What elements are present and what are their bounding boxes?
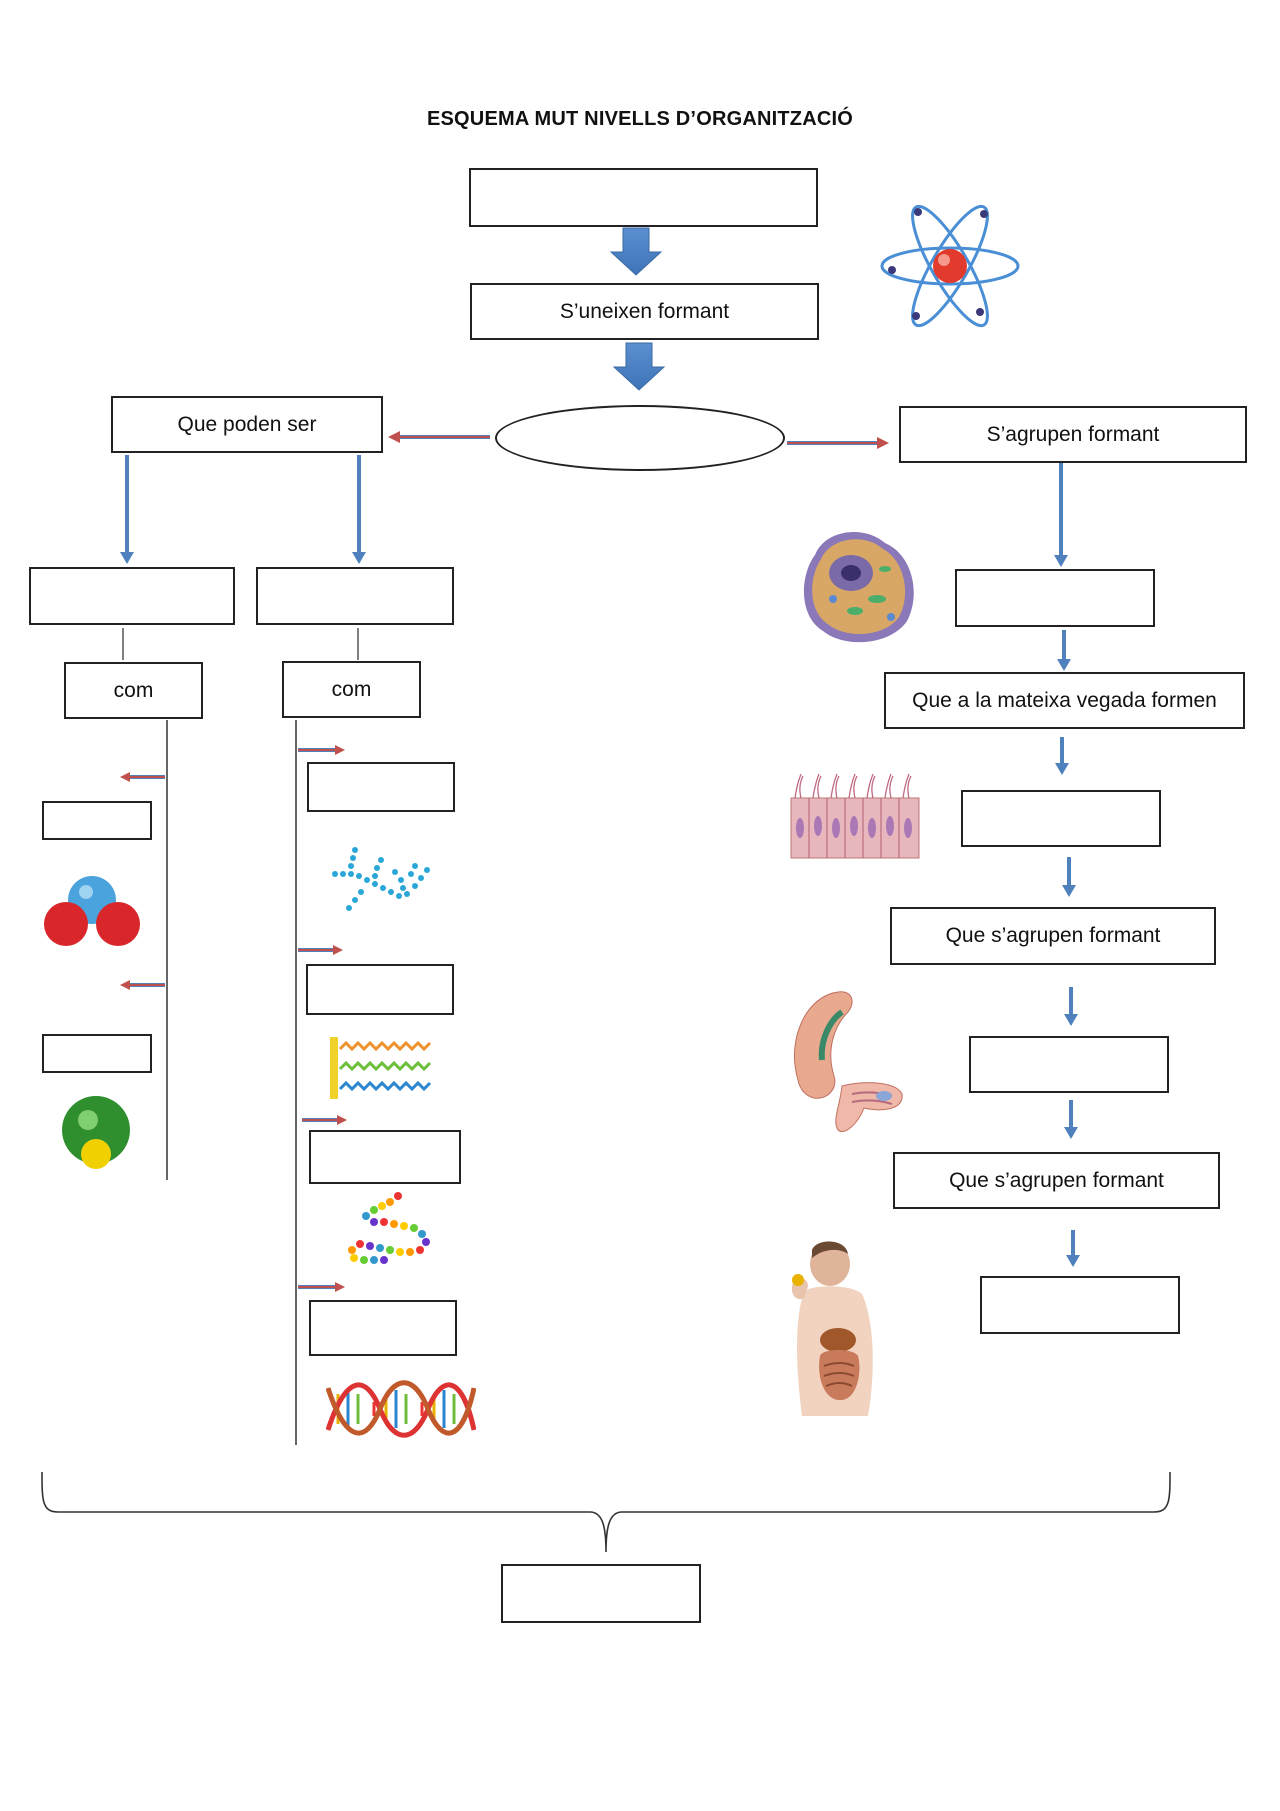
arrow-to-can-be	[388, 431, 490, 443]
bottom-blank-box[interactable]	[501, 1564, 701, 1623]
lipid-icon	[330, 1037, 432, 1099]
same-time-form-box: Que a la mateixa vegada formen	[884, 672, 1245, 729]
com-left-box: com	[64, 662, 203, 719]
mid-item-box-4[interactable]	[309, 1300, 457, 1356]
left-small-arrow	[120, 772, 165, 990]
mid-item-box-2[interactable]	[306, 964, 454, 1015]
big-down-arrow-1	[609, 227, 663, 276]
mid-item-box-3[interactable]	[309, 1130, 461, 1184]
mid-item-box-1[interactable]	[307, 762, 455, 812]
page-title: ESQUEMA MUT NIVELLS D’ORGANITZACIÓ	[426, 108, 854, 130]
epithelial-tissue-icon	[790, 773, 920, 859]
group-forming-box-2: Que s’agrupen formant	[890, 907, 1216, 965]
left-blank-box[interactable]	[29, 567, 235, 625]
mid-blank-box[interactable]	[256, 567, 454, 625]
right-blank-box-3[interactable]	[969, 1036, 1169, 1093]
water-molecule-icon	[44, 876, 140, 946]
animal-cell-icon	[803, 531, 914, 643]
right-small-arrow	[298, 745, 347, 1292]
human-body-icon	[791, 1241, 873, 1416]
right-blank-box-2[interactable]	[961, 790, 1161, 847]
arrow-to-group-forming	[787, 437, 889, 449]
join-forming-box: S’uneixen formant	[470, 283, 819, 340]
thin-down-arrow	[120, 455, 1080, 1267]
center-blank-ellipse[interactable]	[495, 405, 785, 471]
right-blank-box-4[interactable]	[980, 1276, 1180, 1334]
group-forming-box-1: S’agrupen formant	[899, 406, 1247, 463]
atom-icon	[880, 204, 1020, 328]
gas-molecule-icon	[62, 1096, 130, 1169]
bottom-brace	[41, 1471, 1171, 1553]
big-down-arrow-2	[612, 342, 666, 391]
protein-chain-icon	[348, 1192, 430, 1264]
organ-intestine-icon	[794, 991, 903, 1132]
right-blank-box-1[interactable]	[955, 569, 1155, 627]
dna-helix-icon	[326, 1380, 476, 1438]
left-item-box-2[interactable]	[42, 1034, 152, 1073]
group-forming-box-3: Que s’agrupen formant	[893, 1152, 1220, 1209]
com-mid-box: com	[282, 661, 421, 718]
top-blank-box[interactable]	[469, 168, 818, 227]
left-item-box-1[interactable]	[42, 801, 152, 840]
polysaccharide-icon	[332, 847, 430, 911]
can-be-box: Que poden ser	[111, 396, 383, 453]
